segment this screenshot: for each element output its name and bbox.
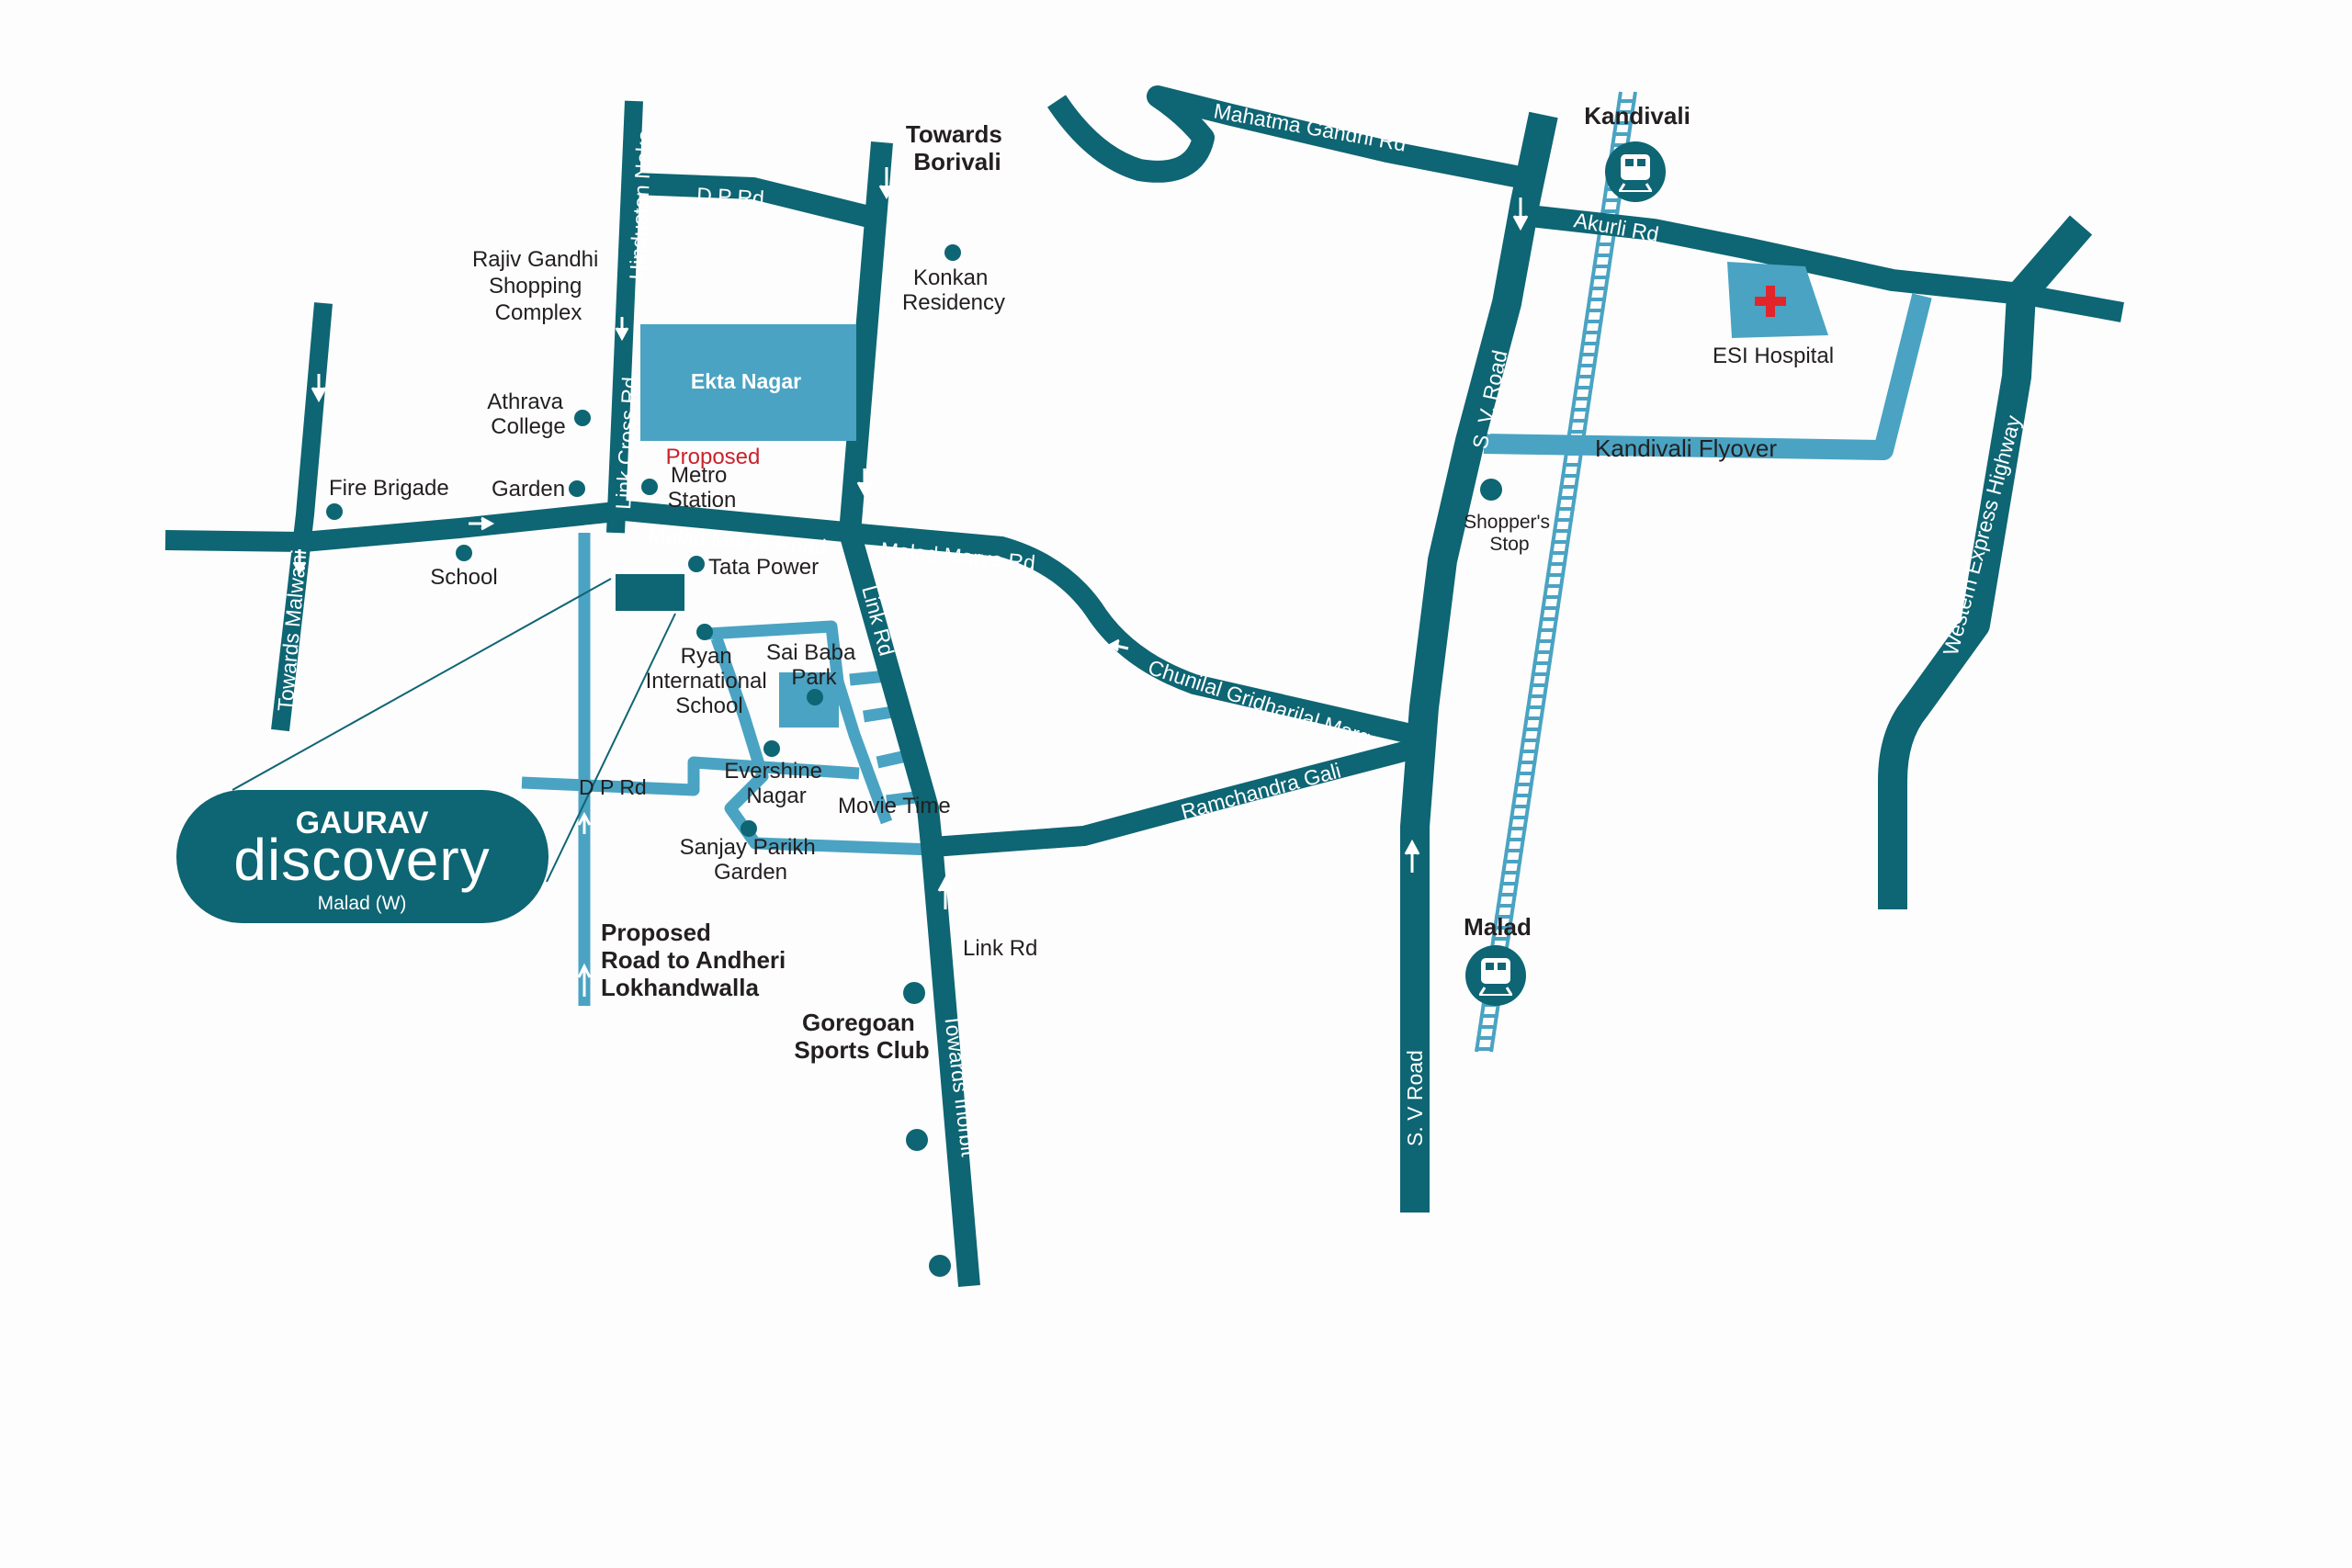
rajiv-gandhi-line-1: Rajiv Gandhi [472,247,598,272]
railway-rail-right [1489,91,1637,1053]
towards-borivali-label: Towards Borivali [906,120,1009,175]
mahatma-gandhi-label: Mahatma Gandhi Rd [1212,98,1408,155]
tata-power-label: Tata Power [708,555,819,580]
towards-malwani-road [271,302,333,732]
metro-label: Metro Station [668,463,737,513]
garden-label: Garden [492,477,565,502]
malad-marve-road-west [164,501,856,552]
sanjay-parikh-label: Sanjay Parikh Garden [680,835,822,885]
evershine-line-2: Nagar [746,784,806,808]
towards-malwani-label: Towards Malwani [273,548,311,712]
railway-line [1475,91,1637,1053]
rajiv-gandhi-label: Rajiv Gandhi Shopping Complex [472,247,605,325]
konkan-line-1: Konkan [913,265,988,290]
ryan-line-3: School [675,694,742,718]
athrava-line-1: Athrava [487,389,563,414]
proposed-road-label: Proposed Road to Andheri Lokhandwalla [601,919,792,1001]
fire-brigade-label: Fire Brigade [329,476,449,501]
ramchandra-gali-road [932,739,1418,857]
goregaon-line-1: Goregoan [802,1009,915,1036]
brand-logo: GAURAV discovery Malad (W) [176,790,548,923]
metro-line-2: Station [668,488,737,513]
proposed-metro-label: Proposed [666,445,761,469]
arrow-icon [292,167,1529,997]
ryan-line-2: International [646,669,767,694]
sai-baba-line-1: Sai Baba [766,640,856,665]
kandivali-flyover-road [1483,293,1932,460]
dp-rd-top-label: D P Rd [696,183,765,210]
metro-line-1: Metro [671,463,727,488]
main-roads [164,85,2124,1288]
konkan-line-2: Residency [902,290,1005,315]
lane-ryan-north [707,620,844,682]
akurli-road [1528,205,2023,305]
sanjay-parikh-line-2: Garden [714,860,787,885]
athrava-line-2: College [491,414,565,439]
konkan-label: Konkan Residency [902,265,1005,315]
train-icon [1605,141,1666,202]
malad-label: Malad [1464,913,1532,941]
towards-borivali-line-1: Towards [906,120,1002,148]
proposed-road-line-1: Proposed [601,919,711,946]
railway-track [1475,92,1637,1052]
project-site-marker [616,574,684,611]
train-icon [1465,945,1526,1006]
athrava-label: Athrava College [487,389,569,439]
sanjay-parikh-line-1: Sanjay Parikh [680,835,816,860]
rajiv-gandhi-line-3: Complex [495,300,582,325]
movie-time-label: Movie Time [838,794,951,818]
western-express-branch [2019,284,2124,322]
esi-hospital-label: ESI Hospital [1713,344,1834,368]
sv-road-south-label: S. V Road [1403,1050,1427,1146]
ekta-nagar-block [640,324,856,441]
secondary-roads [521,293,1932,1006]
link-rd-south-label: Link Rd [963,936,1037,961]
brand-name: GAURAV [296,806,429,840]
railway-rail-left [1475,91,1623,1053]
sai-baba-label: Sai Baba Park [766,640,862,690]
western-express-highway [1878,215,2093,909]
towards-borivali-line-2: Borivali [913,148,1001,175]
rajiv-gandhi-line-2: Shopping [489,274,582,299]
evershine-line-1: Evershine [724,759,822,784]
dp-rd-small-label: D P Rd [579,775,647,799]
ryan-label: Ryan International School [646,644,774,718]
brand-location: Malad (W) [318,893,407,914]
ramchandra-label: Ramchandra Gali [1179,758,1344,823]
brand-product: discovery [233,827,490,893]
kandivali-label: Kandivali [1584,102,1690,130]
project-pointer [232,574,684,883]
evershine-label: Evershine Nagar [724,759,828,808]
malad-marve-road-east [849,523,1418,745]
goregaon-label: Goregoan Sports Club [794,1009,929,1064]
kandivali-flyover-label: Kandivali Flyover [1595,434,1777,462]
lane-park-east [831,680,893,825]
school-label: School [430,565,497,590]
ryan-line-1: Ryan [681,644,732,669]
dot-marker-icon [326,244,1502,1277]
goregaon-line-2: Sports Club [794,1036,929,1064]
red-cross-icon [1755,286,1786,317]
ekta-nagar-label: Ekta Nagar [691,369,801,393]
link-cross-road [606,100,643,534]
shoppers-stop-label: Shopper's Stop [1464,512,1555,555]
dp-rd-top-road [633,173,887,231]
dp-rd-small-road [521,756,860,796]
proposed-road-line-3: Lokhandwalla [601,974,759,1001]
shoppers-stop-line-2: Stop [1489,534,1529,555]
chunilal-label: Chunilal Gridharilal Marg [1145,655,1374,750]
proposed-road-line-2: Road to Andheri [601,946,786,974]
mahatma-gandhi-road [1047,85,1532,190]
shoppers-stop-line-1: Shopper's [1464,512,1550,533]
link-rd-road [839,141,980,1288]
sai-baba-line-2: Park [791,665,837,690]
lane-ryan-west [710,636,933,856]
